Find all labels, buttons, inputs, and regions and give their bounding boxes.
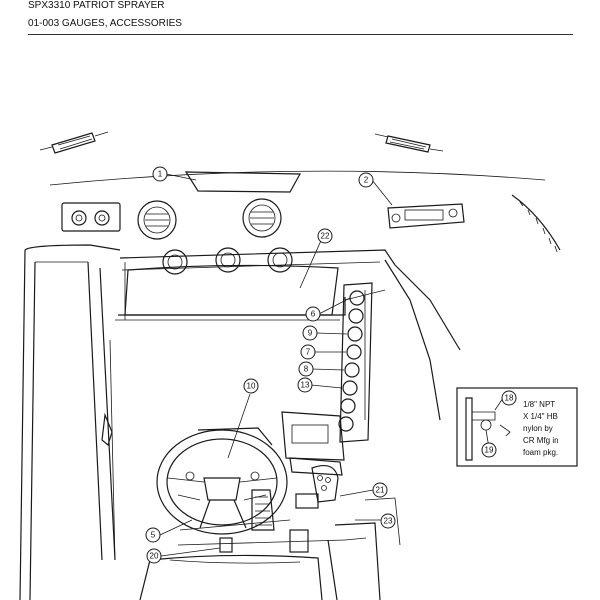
radio [387, 203, 465, 229]
door-handle [101, 412, 113, 447]
svg-text:22: 22 [321, 232, 330, 241]
callout-7: 7 [300, 344, 316, 360]
svg-text:18: 18 [505, 394, 514, 403]
svg-text:9: 9 [308, 329, 313, 338]
svg-text:6: 6 [311, 310, 316, 319]
svg-text:20: 20 [150, 552, 159, 561]
inset-note-line: foam pkg. [523, 448, 558, 457]
steering-wheel [156, 429, 288, 535]
overhead-gauge-panel [61, 202, 121, 232]
inset-note-line: CR Mfg in [523, 436, 559, 445]
inset-note-line: X 1/4" HB [523, 412, 558, 421]
callout-5: 5 [145, 527, 161, 543]
inset-note-line: nylon by [523, 424, 553, 433]
sun-visor [124, 264, 339, 316]
callout-1: 1 [152, 166, 168, 182]
callout-22: 22 [317, 228, 333, 244]
instrument-cluster [197, 427, 273, 446]
section-title: 01-003 GAUGES, ACCESSORIES [28, 18, 182, 29]
svg-text:7: 7 [306, 348, 311, 357]
callout-21: 21 [372, 482, 388, 498]
steering-column [251, 489, 275, 531]
spray-controller [281, 411, 345, 476]
callout-13: 13 [297, 377, 313, 393]
header-rule [28, 34, 573, 35]
inset-detail-box [456, 387, 578, 467]
callout-9: 9 [302, 325, 318, 341]
callout-6: 6 [305, 306, 321, 322]
side-panel [364, 497, 401, 546]
dash-vents [162, 247, 293, 275]
svg-text:19: 19 [485, 446, 494, 455]
svg-text:10: 10 [247, 382, 256, 391]
document-title: SPX3310 PATRIOT SPRAYER [28, 0, 165, 11]
callout-18: 18 [501, 390, 517, 406]
svg-text:2: 2 [364, 176, 369, 185]
inset-note: 1/8" NPT X 1/4" HB nylon by CR Mfg in fo… [523, 400, 559, 457]
svg-text:8: 8 [304, 365, 309, 374]
headliner-edge [49, 170, 546, 186]
svg-text:23: 23 [384, 517, 393, 526]
inset-note-line: 1/8" NPT [523, 400, 555, 409]
console-switch-box [295, 493, 319, 509]
callout-23: 23 [380, 513, 396, 529]
overhead-console [184, 171, 302, 193]
svg-text:5: 5 [151, 531, 156, 540]
callout-2: 2 [358, 172, 374, 188]
callout-10: 10 [243, 378, 259, 394]
seat [139, 522, 381, 600]
pedals [177, 519, 346, 553]
gauge-column [338, 282, 373, 443]
right-side-window-edge [511, 194, 561, 253]
overhead-vents [137, 198, 282, 240]
svg-text:21: 21 [376, 486, 385, 495]
callout-20: 20 [146, 548, 162, 564]
left-dome-light [39, 131, 109, 154]
callout-19: 19 [481, 442, 497, 458]
svg-text:13: 13 [301, 381, 310, 390]
leader-lines [159, 173, 504, 557]
svg-text:1: 1 [158, 170, 163, 179]
hydro-handle [311, 465, 339, 503]
callout-8: 8 [298, 361, 314, 377]
right-dome-light [374, 133, 444, 153]
